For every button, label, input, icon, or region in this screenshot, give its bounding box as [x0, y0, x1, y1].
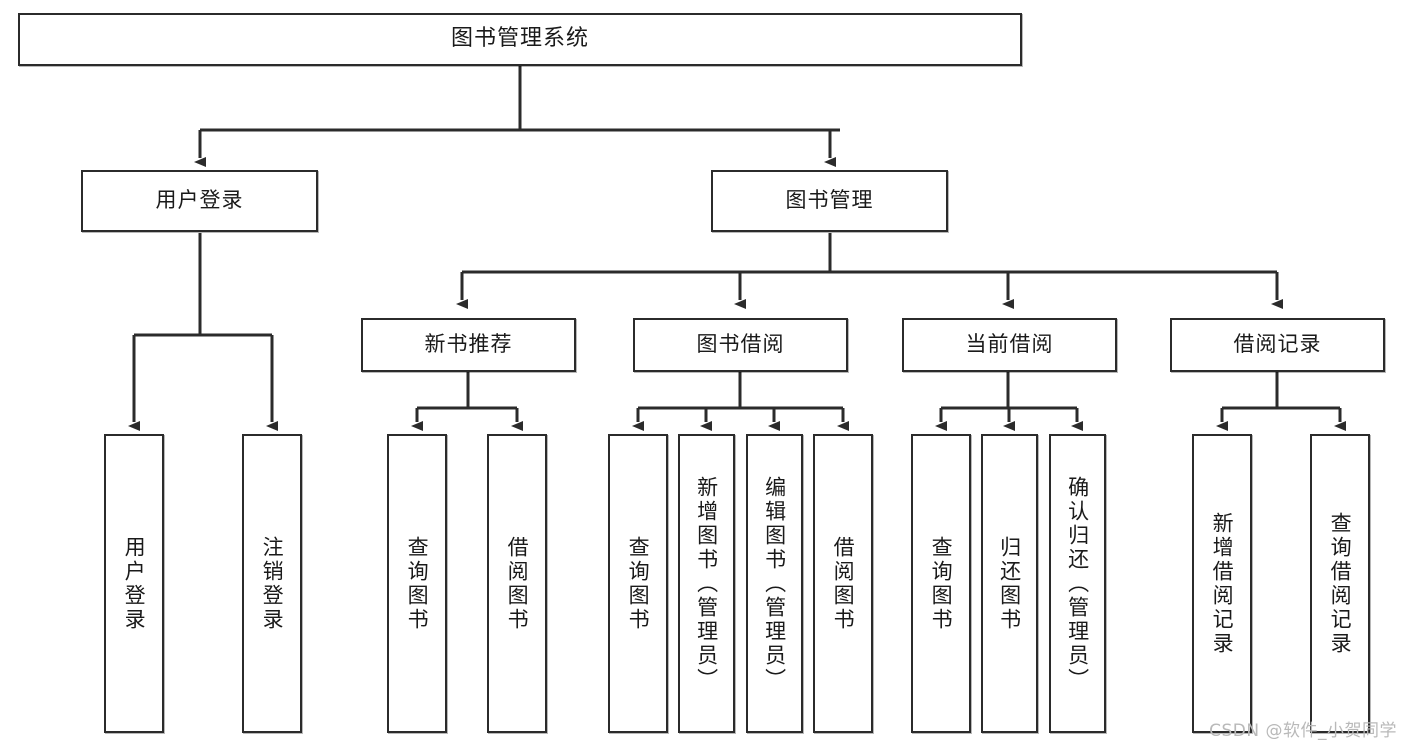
node-leaf-borrow-book[interactable]: 借阅图书: [813, 434, 873, 733]
node-leaf-user-login[interactable]: 用户登录: [104, 434, 164, 733]
node-label: 查询图书: [405, 535, 430, 632]
node-label: 借阅记录: [1233, 332, 1322, 357]
node-root-system[interactable]: 图书管理系统: [18, 13, 1022, 66]
node-label: 用户登录: [155, 188, 244, 213]
watermark-text: CSDN @软件_小贺同学: [1209, 721, 1397, 741]
node-leaf-borrow-book-recommend[interactable]: 借阅图书: [487, 434, 547, 733]
node-label: 确认归还（管理员）: [1065, 475, 1090, 692]
node-label: 查询借阅记录: [1328, 511, 1353, 656]
node-label: 新增图书（管理员）: [694, 475, 719, 692]
node-leaf-add-borrow-record[interactable]: 新增借阅记录: [1192, 434, 1252, 733]
node-leaf-add-book-admin[interactable]: 新增图书（管理员）: [678, 434, 735, 733]
node-label: 图书管理系统: [450, 26, 589, 52]
node-book-borrow[interactable]: 图书借阅: [633, 318, 848, 372]
node-new-book-recommend[interactable]: 新书推荐: [361, 318, 576, 372]
node-label: 编辑图书（管理员）: [762, 475, 787, 692]
node-leaf-confirm-return-admin[interactable]: 确认归还（管理员）: [1049, 434, 1106, 733]
node-leaf-query-book-current[interactable]: 查询图书: [911, 434, 971, 733]
node-label: 新书推荐: [424, 332, 513, 357]
node-leaf-query-book[interactable]: 查询图书: [608, 434, 668, 733]
node-label: 图书借阅: [696, 332, 785, 357]
node-leaf-query-borrow-record[interactable]: 查询借阅记录: [1310, 434, 1370, 733]
node-leaf-query-book-recommend[interactable]: 查询图书: [387, 434, 447, 733]
node-label: 注销登录: [260, 535, 285, 632]
node-leaf-return-book[interactable]: 归还图书: [981, 434, 1038, 733]
node-label: 归还图书: [997, 535, 1022, 632]
node-book-management[interactable]: 图书管理: [711, 170, 948, 232]
node-label: 查询图书: [929, 535, 954, 632]
node-current-borrow[interactable]: 当前借阅: [902, 318, 1117, 372]
node-label: 当前借阅: [965, 332, 1054, 357]
node-label: 借阅图书: [831, 535, 856, 632]
node-leaf-edit-book-admin[interactable]: 编辑图书（管理员）: [746, 434, 803, 733]
node-label: 查询图书: [626, 535, 651, 632]
node-label: 用户登录: [122, 535, 147, 632]
node-leaf-logout[interactable]: 注销登录: [242, 434, 302, 733]
node-label: 借阅图书: [505, 535, 530, 632]
node-label: 新增借阅记录: [1210, 511, 1235, 656]
node-user-login[interactable]: 用户登录: [81, 170, 318, 232]
node-borrow-record[interactable]: 借阅记录: [1170, 318, 1385, 372]
node-label: 图书管理: [785, 188, 874, 213]
